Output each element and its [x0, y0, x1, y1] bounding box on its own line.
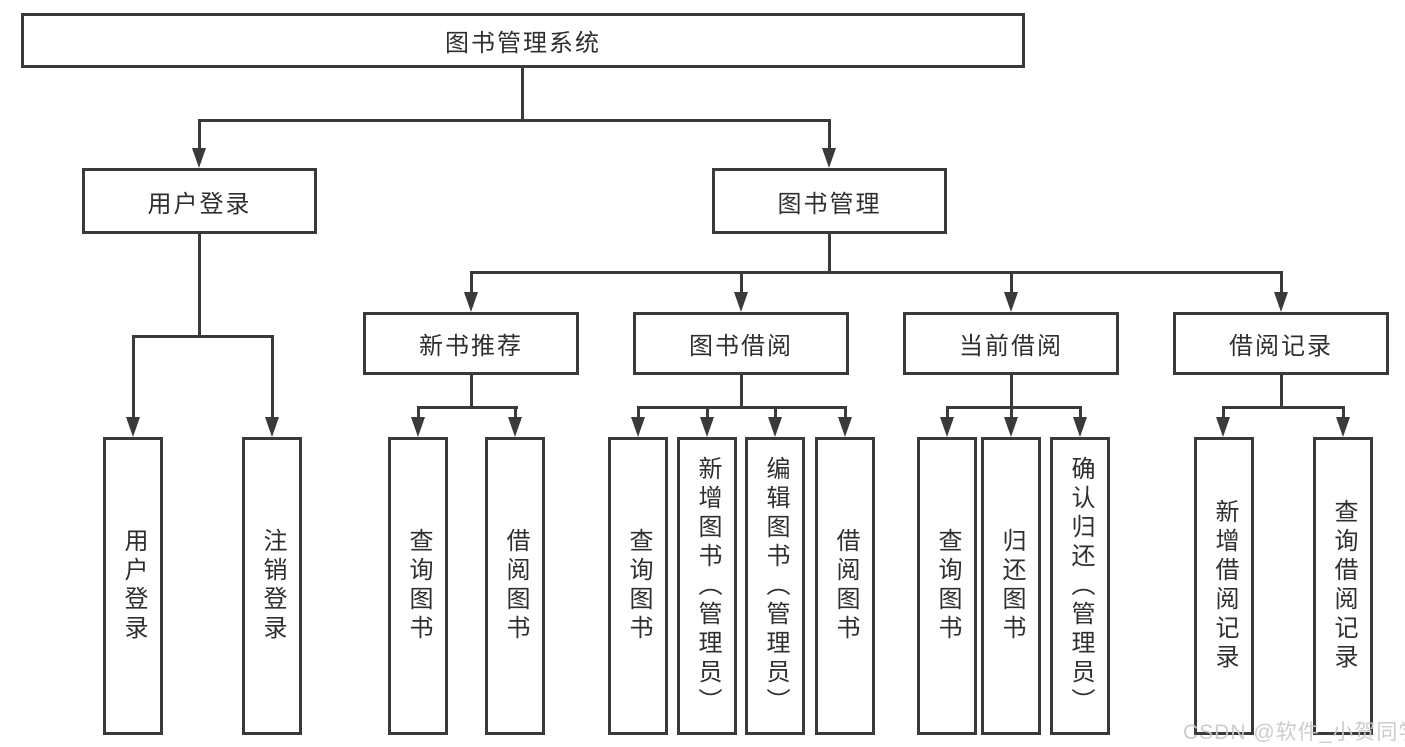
connector-arrow — [734, 292, 748, 312]
connector-line — [1222, 406, 1345, 409]
connector-line — [637, 406, 847, 409]
connector-line — [1280, 271, 1283, 294]
leaf-label: 借阅图书 — [832, 528, 859, 644]
node-current-borrow-label: 当前借阅 — [959, 333, 1063, 360]
node-book-borrow-label: 图书借阅 — [689, 333, 793, 360]
csdn-watermark: CSDN @软件_小贺同学 — [1183, 721, 1405, 744]
connector-line — [271, 335, 274, 419]
connector-line — [1342, 406, 1345, 420]
connector-line — [198, 234, 201, 338]
node-leaf-confirm-return-admin: 确认归还（管理员） — [1050, 437, 1110, 735]
leaf-label: 查询图书 — [405, 528, 432, 644]
node-book-borrow: 图书借阅 — [633, 312, 849, 375]
connector-line — [132, 335, 274, 338]
node-book-management-label: 图书管理 — [777, 190, 882, 218]
connector-line — [198, 119, 831, 122]
connector-line — [514, 406, 517, 420]
connector-line — [740, 271, 743, 294]
connector-line — [828, 119, 831, 150]
node-user-login: 用户登录 — [82, 168, 317, 234]
connector-arrow — [1274, 292, 1288, 312]
connector-arrow — [464, 292, 478, 312]
connector-line — [946, 406, 1082, 409]
node-leaf-query-books-current: 查询图书 — [917, 437, 977, 735]
connector-line — [946, 406, 949, 420]
node-user-login-label: 用户登录 — [147, 190, 252, 218]
node-borrow-records: 借阅记录 — [1173, 312, 1389, 375]
node-library-system-label: 图书管理系统 — [445, 30, 601, 57]
connector-line — [1280, 375, 1283, 409]
connector-line — [1079, 406, 1082, 420]
connector-line — [1010, 271, 1013, 294]
leaf-label: 借阅图书 — [502, 528, 529, 644]
leaf-label: 确认归还（管理员） — [1067, 455, 1094, 717]
leaf-label: 新增借阅记录 — [1211, 499, 1238, 673]
connector-line — [198, 119, 201, 150]
node-leaf-borrow-books: 借阅图书 — [815, 437, 875, 735]
connector-line — [132, 335, 135, 419]
connector-arrow — [192, 148, 206, 168]
connector-arrow — [265, 417, 279, 437]
connector-line — [470, 375, 473, 409]
node-current-borrow: 当前借阅 — [903, 312, 1119, 375]
node-new-book-recommend: 新书推荐 — [363, 312, 579, 375]
node-leaf-edit-book-admin: 编辑图书（管理员） — [745, 437, 805, 735]
node-leaf-user-login-action: 用户登录 — [103, 437, 163, 735]
node-borrow-records-label: 借阅记录 — [1229, 333, 1333, 360]
connector-arrow — [822, 148, 836, 168]
connector-arrow — [1216, 417, 1230, 437]
connector-line — [470, 271, 1283, 274]
connector-arrow — [700, 417, 714, 437]
connector-line — [417, 406, 518, 409]
leaf-label: 编辑图书（管理员） — [762, 455, 789, 717]
connector-line — [1010, 406, 1013, 420]
node-leaf-borrow-books-recommend: 借阅图书 — [485, 437, 545, 735]
connector-arrow — [411, 417, 425, 437]
leaf-label: 查询图书 — [625, 528, 652, 644]
node-leaf-add-book-admin: 新增图书（管理员） — [677, 437, 737, 735]
connector-arrow — [1336, 417, 1350, 437]
connector-line — [774, 406, 777, 420]
leaf-label: 注销登录 — [259, 528, 286, 644]
node-leaf-add-borrow-record: 新增借阅记录 — [1194, 437, 1254, 735]
connector-arrow — [508, 417, 522, 437]
leaf-label: 用户登录 — [120, 528, 147, 644]
leaf-label: 新增图书（管理员） — [694, 455, 721, 717]
connector-arrow — [631, 417, 645, 437]
connector-arrow — [126, 417, 140, 437]
connector-line — [1222, 406, 1225, 420]
connector-line — [417, 406, 420, 420]
connector-line — [828, 234, 831, 274]
node-leaf-query-books-borrow: 查询图书 — [608, 437, 668, 735]
connector-line — [706, 406, 709, 420]
connector-arrow — [1004, 417, 1018, 437]
connector-line — [637, 406, 640, 420]
node-book-management: 图书管理 — [712, 168, 947, 234]
node-leaf-query-books-recommend: 查询图书 — [388, 437, 448, 735]
node-library-system: 图书管理系统 — [21, 13, 1025, 68]
leaf-label: 归还图书 — [998, 528, 1025, 644]
connector-arrow — [838, 417, 852, 437]
connector-line — [521, 68, 524, 121]
connector-arrow — [1073, 417, 1087, 437]
connector-line — [1010, 375, 1013, 409]
connector-line — [844, 406, 847, 420]
node-leaf-return-books: 归还图书 — [981, 437, 1041, 735]
connector-arrow — [1004, 292, 1018, 312]
node-leaf-query-borrow-record: 查询借阅记录 — [1313, 437, 1373, 735]
node-new-book-recommend-label: 新书推荐 — [419, 333, 523, 360]
connector-line — [470, 271, 473, 294]
leaf-label: 查询图书 — [934, 528, 961, 644]
node-leaf-logout-action: 注销登录 — [242, 437, 302, 735]
leaf-label: 查询借阅记录 — [1330, 499, 1357, 673]
connector-line — [740, 375, 743, 409]
connector-arrow — [768, 417, 782, 437]
connector-arrow — [940, 417, 954, 437]
